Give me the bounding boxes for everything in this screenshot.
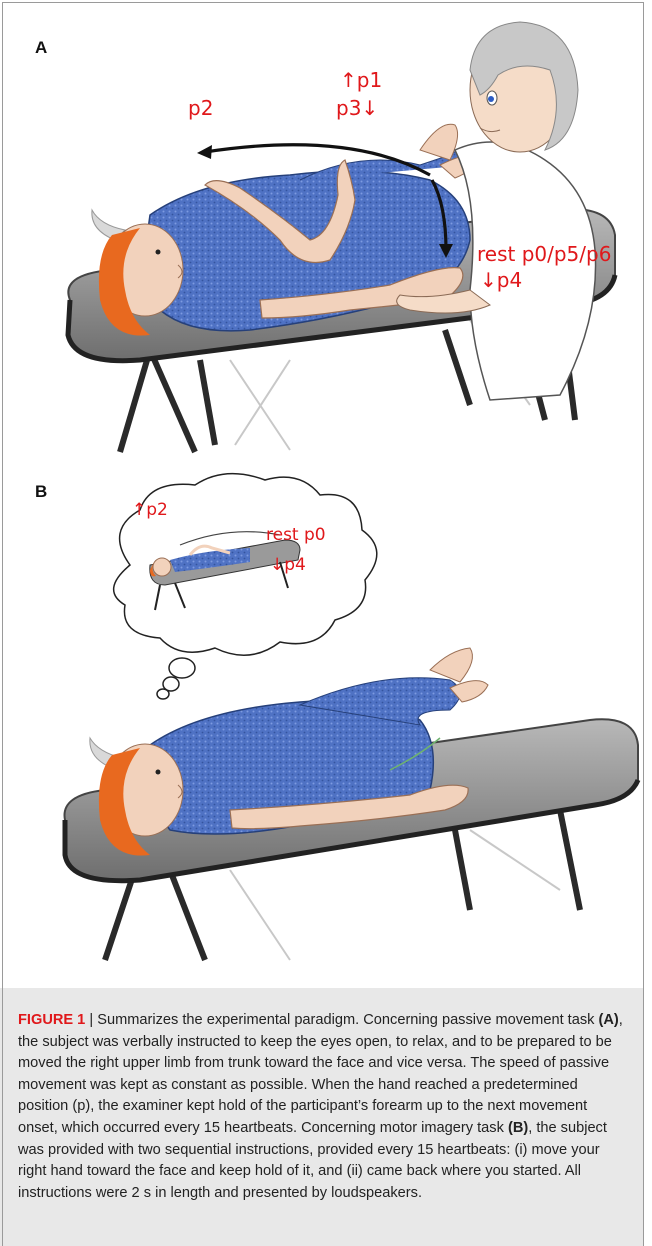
panel-b-letter: B xyxy=(35,482,47,502)
label-rest: rest p0/p5/p6 xyxy=(477,244,611,264)
figure-caption: FIGURE 1 | Summarizes the experimental p… xyxy=(18,1010,630,1204)
caption-separator: | xyxy=(85,1012,97,1028)
label-b-p4: ↓p4 xyxy=(270,557,306,574)
figure-label: FIGURE 1 xyxy=(18,1012,85,1028)
caption-part-a: , the subject was verbally instructed to… xyxy=(18,1012,623,1136)
label-p1: ↑p1 xyxy=(340,70,382,90)
panel-b-illustration xyxy=(0,470,644,970)
label-p3: p3↓ xyxy=(336,98,378,118)
label-b-p2: ↑p2 xyxy=(132,502,168,519)
label-p4: ↓p4 xyxy=(480,270,522,290)
caption-ref-a: (A) xyxy=(599,1012,619,1028)
caption-ref-b: (B) xyxy=(508,1120,528,1136)
examiner-coat xyxy=(455,142,596,400)
label-p2: p2 xyxy=(188,98,213,118)
label-b-rest: rest p0 xyxy=(266,527,326,544)
panel-a-illustration xyxy=(0,0,644,470)
caption-intro: Summarizes the experimental paradigm. Co… xyxy=(97,1012,598,1028)
panel-a-letter: A xyxy=(35,38,47,58)
